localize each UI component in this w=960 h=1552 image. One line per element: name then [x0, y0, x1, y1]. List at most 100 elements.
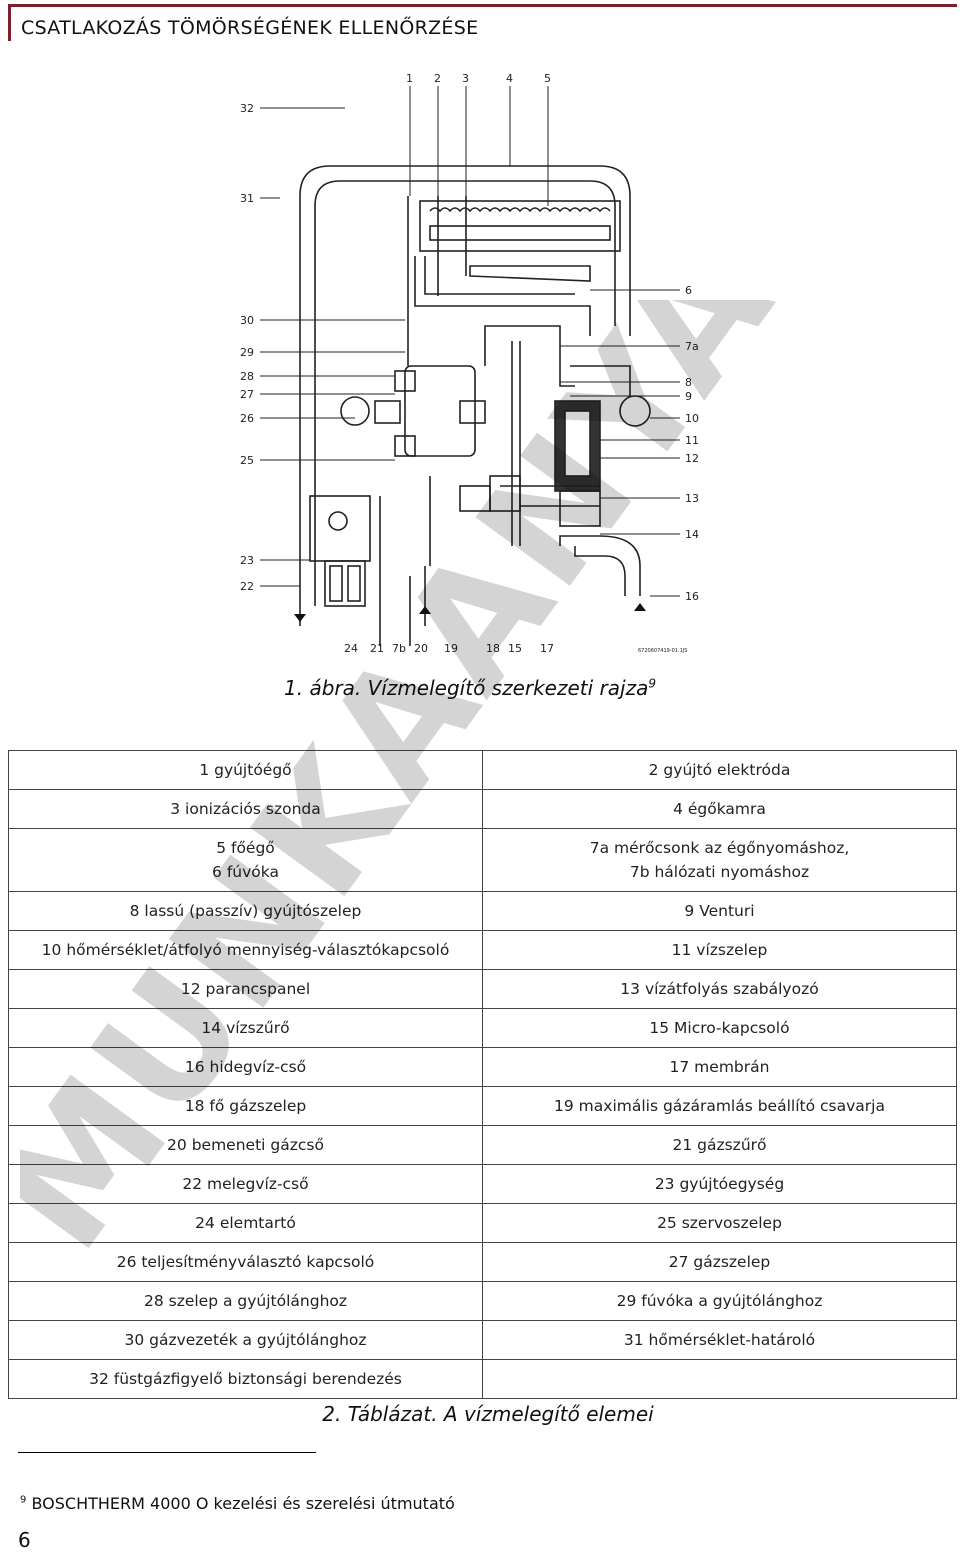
- battery-holder: [324, 560, 366, 607]
- casing-outline: [299, 165, 631, 626]
- table-cell: [482, 1359, 957, 1399]
- table-cell: 31 hőmérséklet-határoló: [482, 1320, 957, 1360]
- table-row: 10 hőmérséklet/átfolyó mennyiség-választ…: [8, 930, 957, 970]
- table-cell: 28 szelep a gyújtólánghoz: [8, 1281, 483, 1321]
- label-bottom-20: 20: [414, 642, 428, 655]
- table-cell: 7a mérőcsonk az égőnyomáshoz, 7b hálózat…: [482, 828, 957, 892]
- table-cell: 2 gyújtó elektróda: [482, 750, 957, 790]
- table-cell: 4 égőkamra: [482, 789, 957, 829]
- table-cell: 11 vízszelep: [482, 930, 957, 970]
- label-right-10: 10: [685, 412, 699, 425]
- table-caption: 2. Táblázat. A vízmelegítő elemei: [322, 1402, 654, 1426]
- table-cell: 30 gázvezeték a gyújtólánghoz: [8, 1320, 483, 1360]
- table-cell: 16 hidegvíz-cső: [8, 1047, 483, 1087]
- label-left-31: 31: [240, 192, 254, 205]
- table-cell: 23 gyújtóegység: [482, 1164, 957, 1204]
- label-left-30: 30: [240, 314, 254, 327]
- table-cell: 15 Micro-kapcsoló: [482, 1008, 957, 1048]
- label-right-6: 6: [685, 284, 692, 297]
- label-bottom-15: 15: [508, 642, 522, 655]
- table-cell: 17 membrán: [482, 1047, 957, 1087]
- table-cell: 29 fúvóka a gyújtólánghoz: [482, 1281, 957, 1321]
- water-heater-diagram: 1 2 3 4 5 32 31 30 29 28 27 26 25 23 22 …: [230, 66, 710, 666]
- footnote-separator: [18, 1452, 316, 1453]
- footnote-text: BOSCHTHERM 4000 O kezelési és szerelési …: [31, 1494, 455, 1513]
- table-cell: 19 maximális gázáramlás beállító csavarj…: [482, 1086, 957, 1126]
- label-bottom-17: 17: [540, 642, 554, 655]
- table-cell: 12 parancspanel: [8, 969, 483, 1009]
- gas-valve-block: [404, 365, 476, 457]
- label-left-25: 25: [240, 454, 254, 467]
- header-title: CSATLAKOZÁS TÖMÖRSÉGÉNEK ELLENŐRZÉSE: [21, 17, 479, 39]
- table-cell: 22 melegvíz-cső: [8, 1164, 483, 1204]
- label-right-11: 11: [685, 434, 699, 447]
- label-left-28: 28: [240, 370, 254, 383]
- figure-caption-footnote-mark: 9: [648, 676, 656, 691]
- label-left-27: 27: [240, 388, 254, 401]
- table-cell: 5 főégő 6 fúvóka: [8, 828, 483, 892]
- cold-water-pipe: [559, 535, 641, 596]
- diagram-svg: 1 2 3 4 5 32 31 30 29 28 27 26 25 23 22 …: [240, 72, 699, 655]
- ignition-unit: [309, 495, 371, 562]
- figure-caption: 1. ábra. Vízmelegítő szerkezeti rajza9: [0, 676, 950, 700]
- table-cell: 9 Venturi: [482, 891, 957, 931]
- label-top-5: 5: [544, 72, 551, 85]
- figure-caption-text: 1. ábra. Vízmelegítő szerkezeti rajza: [284, 676, 649, 700]
- label-right-8: 8: [685, 376, 692, 389]
- drawing-code: 6720607419-01.1JS: [638, 648, 687, 654]
- label-bottom-7b: 7b: [392, 642, 406, 655]
- label-right-9: 9: [685, 390, 692, 403]
- label-right-7a: 7a: [685, 340, 699, 353]
- table-cell: 27 gázszelep: [482, 1242, 957, 1282]
- table-cell: 13 vízátfolyás szabályozó: [482, 969, 957, 1009]
- label-top-4: 4: [506, 72, 513, 85]
- page-number: 6: [18, 1528, 31, 1552]
- label-bottom-18: 18: [486, 642, 500, 655]
- temperature-knob: [619, 395, 651, 427]
- label-left-23: 23: [240, 554, 254, 567]
- label-left-32: 32: [240, 102, 254, 115]
- label-right-16: 16: [685, 590, 699, 603]
- footnote: 9 BOSCHTHERM 4000 O kezelési és szerelés…: [20, 1494, 455, 1513]
- table-cell: 3 ionizációs szonda: [8, 789, 483, 829]
- label-right-12: 12: [685, 452, 699, 465]
- table-cell: 24 elemtartó: [8, 1203, 483, 1243]
- flow-arrows: [294, 603, 646, 622]
- label-bottom-21: 21: [370, 642, 384, 655]
- label-left-22: 22: [240, 580, 254, 593]
- label-right-13: 13: [685, 492, 699, 505]
- page-header: CSATLAKOZÁS TÖMÖRSÉGÉNEK ELLENŐRZÉSE: [8, 4, 957, 41]
- table-cell: 8 lassú (passzív) gyújtószelep: [8, 891, 483, 931]
- table-cell: 18 fő gázszelep: [8, 1086, 483, 1126]
- footnote-mark: 9: [20, 1494, 27, 1506]
- table-cell: 1 gyújtóégő: [8, 750, 483, 790]
- label-left-29: 29: [240, 346, 254, 359]
- label-right-14: 14: [685, 528, 699, 541]
- label-left-26: 26: [240, 412, 254, 425]
- label-bottom-24: 24: [344, 642, 358, 655]
- burner-main: [469, 265, 591, 282]
- table-cell: 14 vízszűrő: [8, 1008, 483, 1048]
- label-bottom-19: 19: [444, 642, 458, 655]
- table-cell: 20 bemeneti gázcső: [8, 1125, 483, 1165]
- selector-knob: [340, 396, 370, 426]
- label-top-2: 2: [434, 72, 441, 85]
- table-row: 32 füstgázfigyelő biztonsági berendezés: [8, 1359, 957, 1399]
- diagram-labels: 1 2 3 4 5 32 31 30 29 28 27 26 25 23 22 …: [240, 72, 699, 655]
- table-cell: 21 gázszűrő: [482, 1125, 957, 1165]
- table-cell: 25 szervoszelep: [482, 1203, 957, 1243]
- label-top-1: 1: [406, 72, 413, 85]
